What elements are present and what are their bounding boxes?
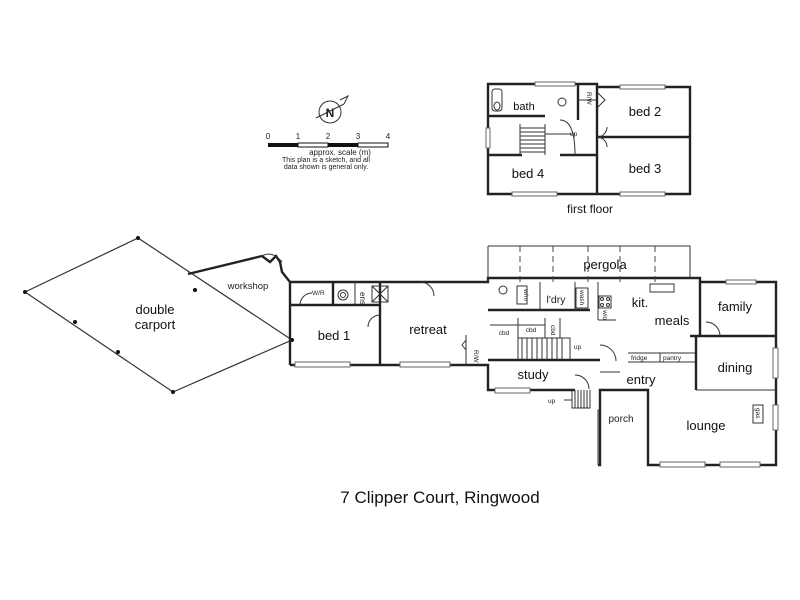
property-address-title: 7 Clipper Court, Ringwood: [340, 488, 539, 507]
scale-tick-0: 0: [266, 132, 271, 141]
scale-tick-1: 1: [296, 132, 301, 141]
family-label: family: [718, 299, 752, 314]
wash-label: wash: [578, 289, 585, 306]
porch-label: porch: [608, 414, 633, 425]
pergola-label: pergola: [583, 257, 627, 272]
wo-label: w/o: [601, 309, 608, 321]
meals-label: meals: [655, 313, 690, 328]
gas-label: gas: [754, 408, 761, 419]
ldry-label: l'dry: [547, 294, 567, 306]
retreat-label: retreat: [409, 322, 447, 337]
bed2-label: bed 2: [629, 104, 662, 119]
first-floor-plan: up R/W bath bed 2 bed 3 bed 4 first floo…: [485, 81, 692, 216]
entry-label: entry: [627, 372, 656, 387]
bed1-label: bed 1: [318, 328, 351, 343]
fridge-label: fridge: [631, 355, 648, 362]
ground-floor-plan: double carport workshop W/R ens bed 1 R/…: [23, 236, 779, 468]
workshop-label: workshop: [227, 281, 269, 292]
disclaimer-line-1: This plan is a sketch, and all: [282, 157, 370, 164]
scale-tick-4: 4: [386, 132, 391, 141]
first-floor-label: first floor: [567, 202, 613, 216]
north-letter: N: [326, 106, 335, 120]
porch-up-label: up: [548, 398, 556, 405]
first-floor-up-label: up: [570, 131, 578, 138]
double-carport-label-line2: carport: [135, 317, 176, 332]
scale-bar: 0 1 2 3 4 approx. scale (m) This plan is…: [266, 132, 391, 171]
kit-label: kit.: [632, 295, 649, 310]
cbd-label-3: cbd: [549, 325, 556, 336]
cbd-label-1: cbd: [499, 330, 510, 337]
scale-tick-3: 3: [356, 132, 361, 141]
cbd-label-2: cbd: [526, 327, 537, 334]
scale-caption: approx. scale (m): [309, 148, 371, 157]
ldry-wm-label: w/m: [522, 288, 529, 301]
study-label: study: [517, 367, 549, 382]
disclaimer-line-2: data shown is general only.: [284, 164, 368, 171]
first-floor-wir-label: R/W: [585, 92, 592, 106]
bath-label: bath: [513, 101, 534, 113]
compass: N: [315, 94, 350, 124]
pantry-label: pantry: [663, 355, 682, 362]
scale-tick-2: 2: [326, 132, 331, 141]
bed4-label: bed 4: [512, 166, 545, 181]
bed1-wir-label: W/R: [312, 290, 325, 297]
double-carport-label-line1: double: [135, 302, 174, 317]
lounge-label: lounge: [686, 418, 725, 433]
stair-up-label: up: [574, 344, 582, 351]
retreat-rw-label: R/W: [472, 350, 479, 364]
dining-label: dining: [718, 360, 753, 375]
bed3-label: bed 3: [629, 161, 662, 176]
ens-label: ens: [358, 292, 367, 305]
